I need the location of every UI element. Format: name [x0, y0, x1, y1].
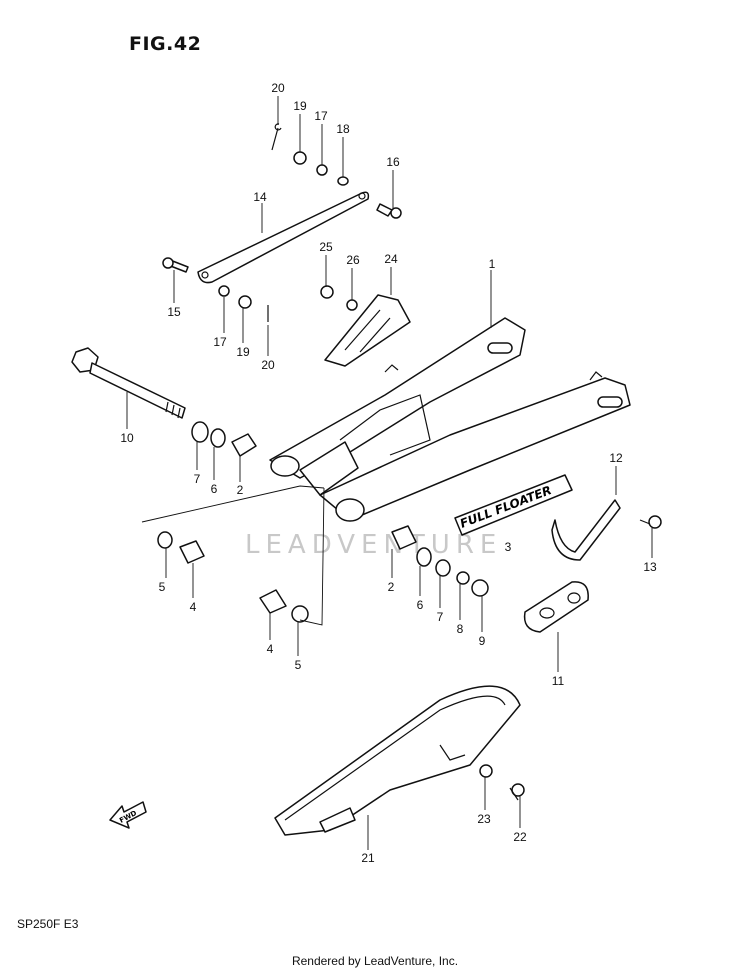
model-code: SP250F E3 — [17, 917, 79, 931]
callout-5: 5 — [295, 658, 302, 672]
render-credit: Rendered by LeadVenture, Inc. — [291, 954, 459, 968]
callout-9: 9 — [479, 634, 486, 648]
part-11-chain-buffer — [523, 581, 589, 633]
callout-6: 6 — [211, 482, 218, 496]
callout-15: 15 — [167, 305, 181, 319]
callout-26: 26 — [346, 253, 360, 267]
callout-labels: 1 2 2 3 4 4 5 5 6 6 7 7 8 9 10 11 12 13 … — [120, 81, 657, 865]
callout-16: 16 — [386, 155, 400, 169]
callout-13: 13 — [643, 560, 657, 574]
part-21-chain-case — [274, 685, 521, 836]
callout-20: 20 — [271, 81, 285, 95]
decal-text: FULL FLOATER — [458, 483, 553, 531]
part-24-bracket — [324, 294, 411, 367]
callout-23: 23 — [477, 812, 491, 826]
callout-7: 7 — [194, 472, 201, 486]
callout-20: 20 — [261, 358, 275, 372]
callout-7: 7 — [437, 610, 444, 624]
callout-8: 8 — [457, 622, 464, 636]
callout-4: 4 — [267, 642, 274, 656]
callout-2: 2 — [388, 580, 395, 594]
part-14-torque-link — [197, 191, 370, 284]
callout-19: 19 — [293, 99, 307, 113]
callout-4: 4 — [190, 600, 197, 614]
callout-17: 17 — [213, 335, 227, 349]
callout-12: 12 — [609, 451, 623, 465]
callout-24: 24 — [384, 252, 398, 266]
callout-18: 18 — [336, 122, 350, 136]
leader-lines — [126, 96, 653, 850]
callout-17: 17 — [314, 109, 328, 123]
part-12-chain-guide — [551, 499, 621, 561]
callout-5: 5 — [159, 580, 166, 594]
callout-1: 1 — [489, 257, 496, 271]
callout-11: 11 — [552, 674, 565, 688]
callout-10: 10 — [120, 431, 134, 445]
figure-title: FIG.42 — [129, 33, 202, 55]
callout-19: 19 — [236, 345, 250, 359]
hardware-small-parts — [157, 123, 662, 801]
part-10-pivot-bolt — [71, 347, 186, 419]
part-1-swingarm — [269, 317, 631, 522]
callout-3: 3 — [505, 540, 512, 554]
callout-6: 6 — [417, 598, 424, 612]
watermark: LEADVENTURE — [245, 530, 502, 560]
callout-14: 14 — [253, 190, 267, 204]
callout-2: 2 — [237, 483, 244, 497]
callout-25: 25 — [319, 240, 333, 254]
callout-21: 21 — [361, 851, 375, 865]
callout-22: 22 — [513, 830, 527, 844]
fwd-arrow-icon: FWD — [109, 801, 147, 829]
